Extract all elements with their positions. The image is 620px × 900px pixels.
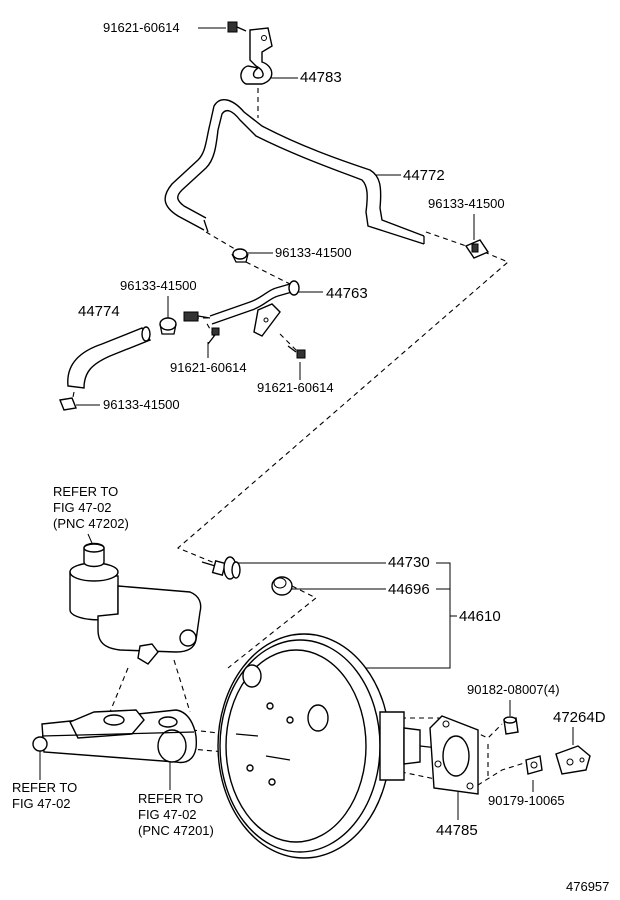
clevis-47264D: [555, 745, 591, 775]
brake-booster-44610: [217, 633, 439, 859]
label-clip-right: 96133-41500: [428, 196, 505, 211]
label-44763: 44763: [326, 285, 368, 302]
vacuum-pipe-44763: [183, 280, 300, 337]
label-44696: 44696: [388, 581, 430, 598]
label-bolt-left: 91621-60614: [170, 360, 247, 375]
clip-left: [159, 317, 177, 335]
hose-44774: [67, 326, 152, 389]
label-refer-reservoir-3: (PNC 47202): [53, 516, 129, 531]
brake-fluid-reservoir: [69, 542, 202, 665]
label-refer-reservoir-2: FIG 47-02: [53, 500, 112, 515]
label-44783: 44783: [300, 69, 342, 86]
bolt-right: [287, 345, 306, 359]
label-diagram-id: 476957: [566, 879, 609, 894]
label-refer-left-2: FIG 47-02: [12, 796, 71, 811]
label-47264D: 47264D: [553, 709, 606, 726]
bracket-44783: [240, 27, 273, 85]
clip-mid: [231, 248, 249, 263]
vacuum-hose-44772: [164, 99, 425, 245]
grommet-44696: [271, 576, 293, 596]
label-clip-bottom: 96133-41500: [103, 397, 180, 412]
label-clip-mid: 96133-41500: [275, 245, 352, 260]
label-44785: 44785: [436, 822, 478, 839]
master-cylinder: [32, 709, 197, 764]
bolt-left: [207, 327, 220, 345]
label-refer-left-1: REFER TO: [12, 780, 77, 795]
label-refer-reservoir-1: REFER TO: [53, 484, 118, 499]
gasket-44785: [429, 715, 479, 795]
label-clip-left: 96133-41500: [120, 278, 197, 293]
label-44772: 44772: [403, 167, 445, 184]
label-44610: 44610: [459, 608, 501, 625]
check-valve-44730: [201, 556, 241, 580]
label-44774: 44774: [78, 303, 120, 320]
label-refer-cylinder-1: REFER TO: [138, 791, 203, 806]
nut-90179: [525, 755, 543, 775]
label-bolt-top: 91621-60614: [103, 20, 180, 35]
label-44730: 44730: [388, 554, 430, 571]
label-refer-cylinder-2: FIG 47-02: [138, 807, 197, 822]
nut-90182: [503, 716, 519, 735]
clip-right: [464, 239, 490, 259]
leader-lines: [39, 27, 574, 820]
label-nut-90179: 90179-10065: [488, 793, 565, 808]
bolt-top: [227, 21, 247, 33]
label-refer-cylinder-3: (PNC 47201): [138, 823, 214, 838]
label-nut-90182: 90182-08007(4): [467, 682, 560, 697]
clip-bottom: [59, 397, 77, 411]
label-bolt-right: 91621-60614: [257, 380, 334, 395]
